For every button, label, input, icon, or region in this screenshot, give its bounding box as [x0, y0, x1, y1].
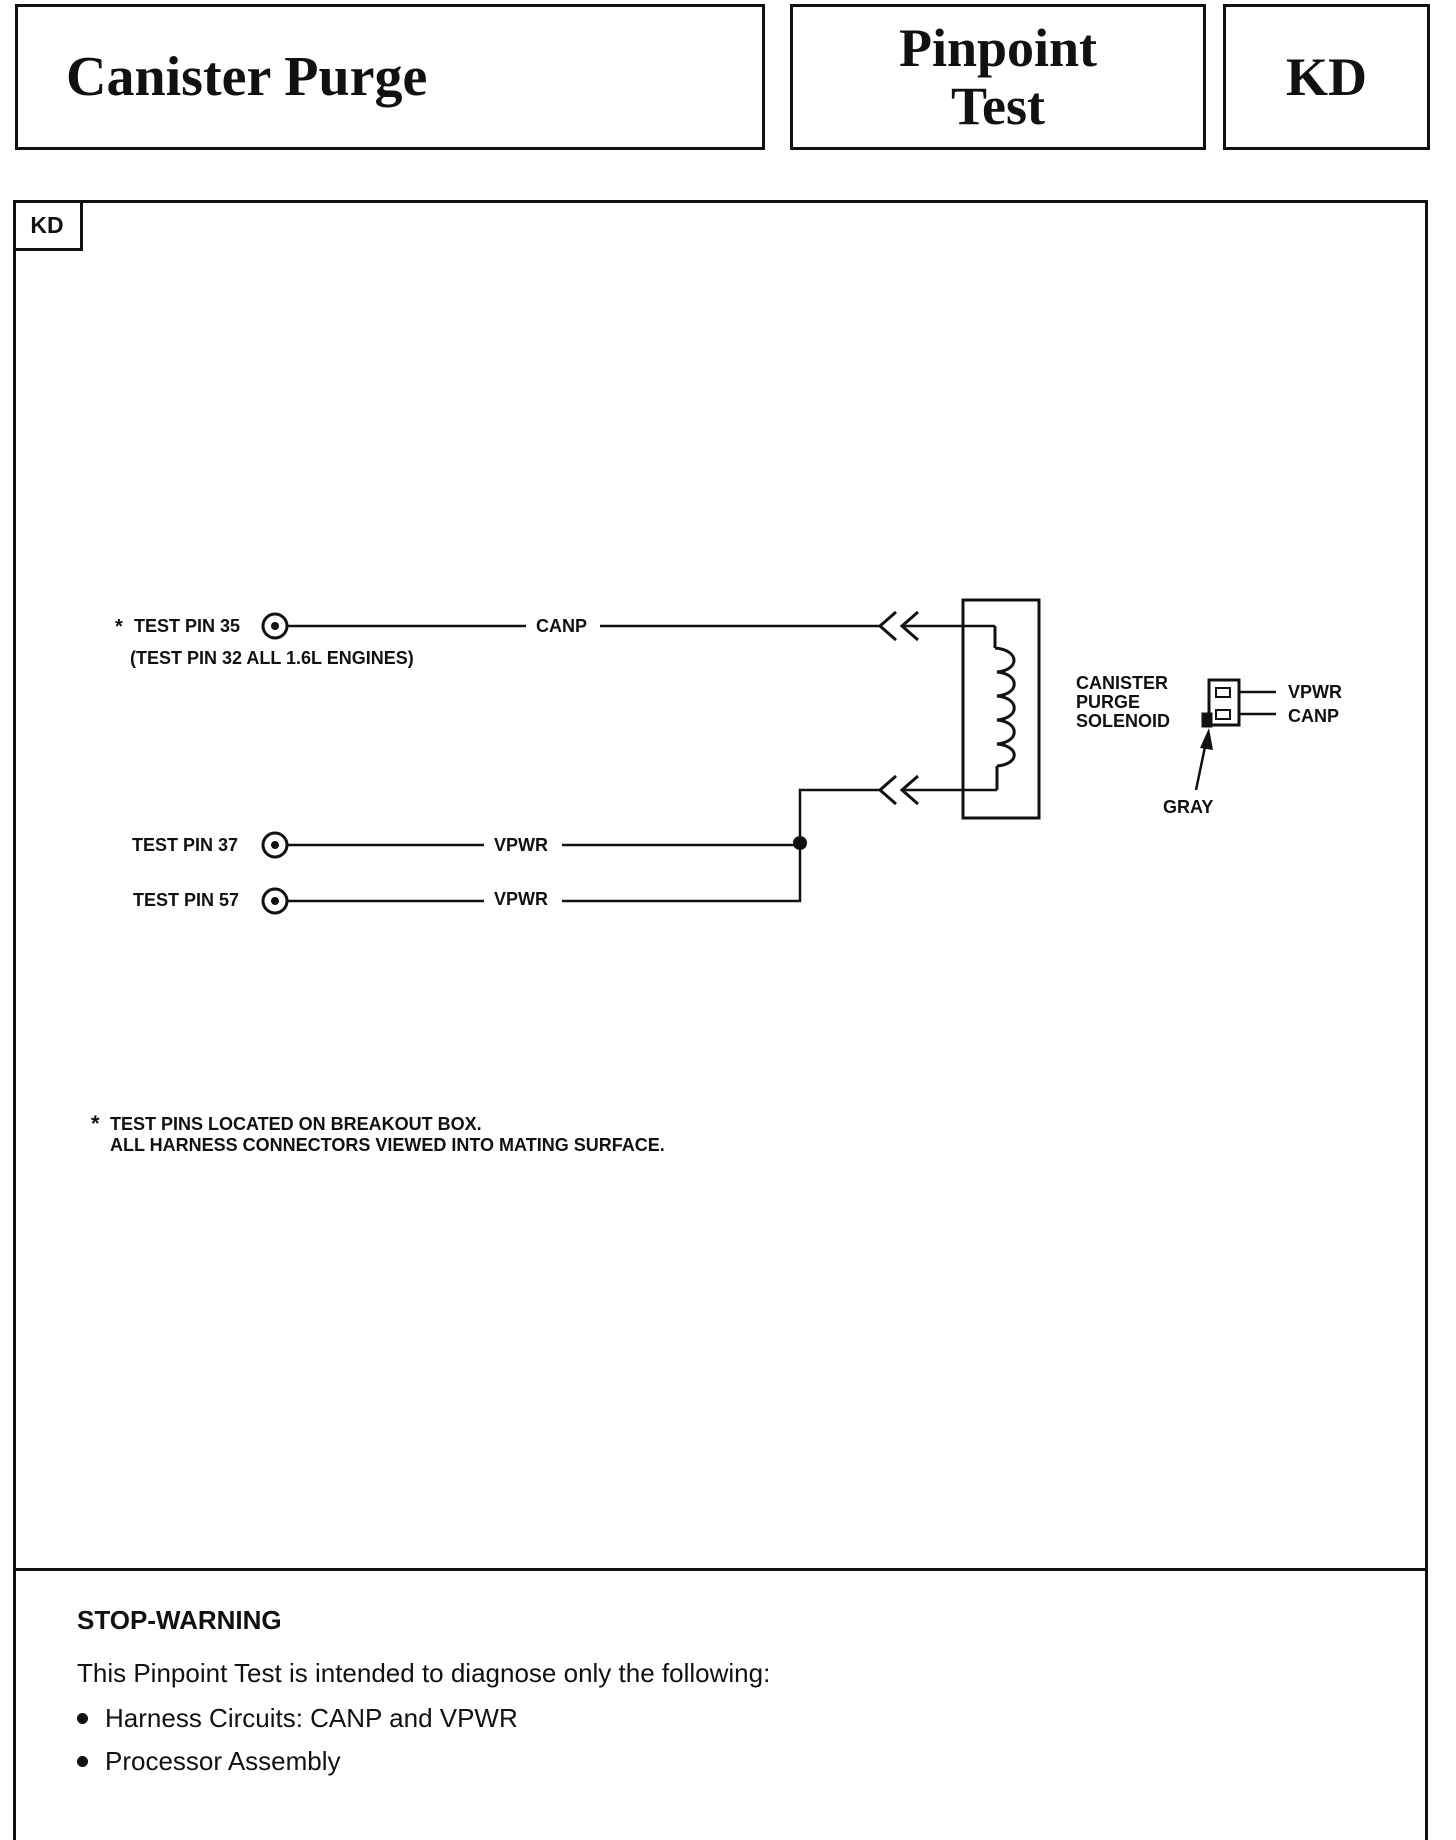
test-pin-57-icon — [261, 887, 289, 915]
pin35-note: (TEST PIN 32 ALL 1.6L ENGINES) — [130, 648, 414, 668]
vpwr-wire-57-right — [562, 843, 802, 903]
arrow-icon — [1194, 728, 1213, 791]
bullet-icon — [77, 1713, 88, 1724]
title-box: Canister Purge — [15, 4, 765, 150]
section-divider — [13, 1568, 1428, 1571]
wire-canp-label: CANP — [536, 616, 587, 636]
pin57-label: TEST PIN 57 — [133, 890, 239, 910]
pin35-label: TEST PIN 35 — [134, 616, 240, 636]
diagram-frame — [13, 200, 1428, 1840]
warning-list: Harness Circuits: CANP and VPWR Processo… — [77, 1703, 1377, 1777]
list-item-text: Processor Assembly — [105, 1746, 341, 1776]
connector-face-icon — [1201, 678, 1241, 728]
footnote-asterisk: * — [91, 1111, 100, 1136]
footnote-line1: TEST PINS LOCATED ON BREAKOUT BOX. — [110, 1114, 482, 1134]
page-title: Canister Purge — [66, 46, 428, 108]
test-type-line2: Test — [950, 76, 1046, 136]
bullet-icon — [77, 1756, 88, 1767]
warning-title: STOP-WARNING — [77, 1605, 282, 1635]
footnote-line2: ALL HARNESS CONNECTORS VIEWED INTO MATIN… — [110, 1135, 665, 1155]
panel-code-tag: KD — [14, 202, 83, 251]
component-label-line2: PURGE — [1076, 692, 1140, 712]
test-pin-37-icon — [261, 831, 289, 859]
list-item: Processor Assembly — [77, 1746, 1377, 1777]
connector-color-label: GRAY — [1163, 797, 1213, 817]
test-code-box: KD — [1223, 4, 1430, 150]
test-type-box: Pinpoint Test — [790, 4, 1206, 150]
component-label-line1: CANISTER — [1076, 673, 1168, 693]
wiring-diagram: * TEST PIN 35 (TEST PIN 32 ALL 1.6L ENGI… — [91, 598, 1342, 1155]
list-item-text: Harness Circuits: CANP and VPWR — [105, 1703, 518, 1733]
solenoid-coil-icon — [993, 626, 1016, 790]
solenoid-box — [961, 598, 1041, 820]
wire-vpwr-57-label: VPWR — [494, 889, 548, 909]
list-item: Harness Circuits: CANP and VPWR — [77, 1703, 1377, 1734]
wire-vpwr-37-label: VPWR — [494, 835, 548, 855]
vpwr-riser — [798, 788, 880, 842]
pin35-asterisk: * — [115, 616, 123, 638]
test-pin-35-icon — [261, 612, 289, 640]
connector-vpwr-label: VPWR — [1288, 682, 1342, 702]
test-code: KD — [1286, 47, 1367, 107]
warning-intro: This Pinpoint Test is intended to diagno… — [77, 1658, 771, 1688]
connector-chevron-top-icon — [877, 610, 919, 642]
component-label-line3: SOLENOID — [1076, 711, 1170, 731]
test-type-line1: Pinpoint — [898, 18, 1098, 78]
warning-section: STOP-WARNING This Pinpoint Test is inten… — [77, 1605, 1377, 1789]
connector-canp-label: CANP — [1288, 706, 1339, 726]
pin37-label: TEST PIN 37 — [132, 835, 238, 855]
